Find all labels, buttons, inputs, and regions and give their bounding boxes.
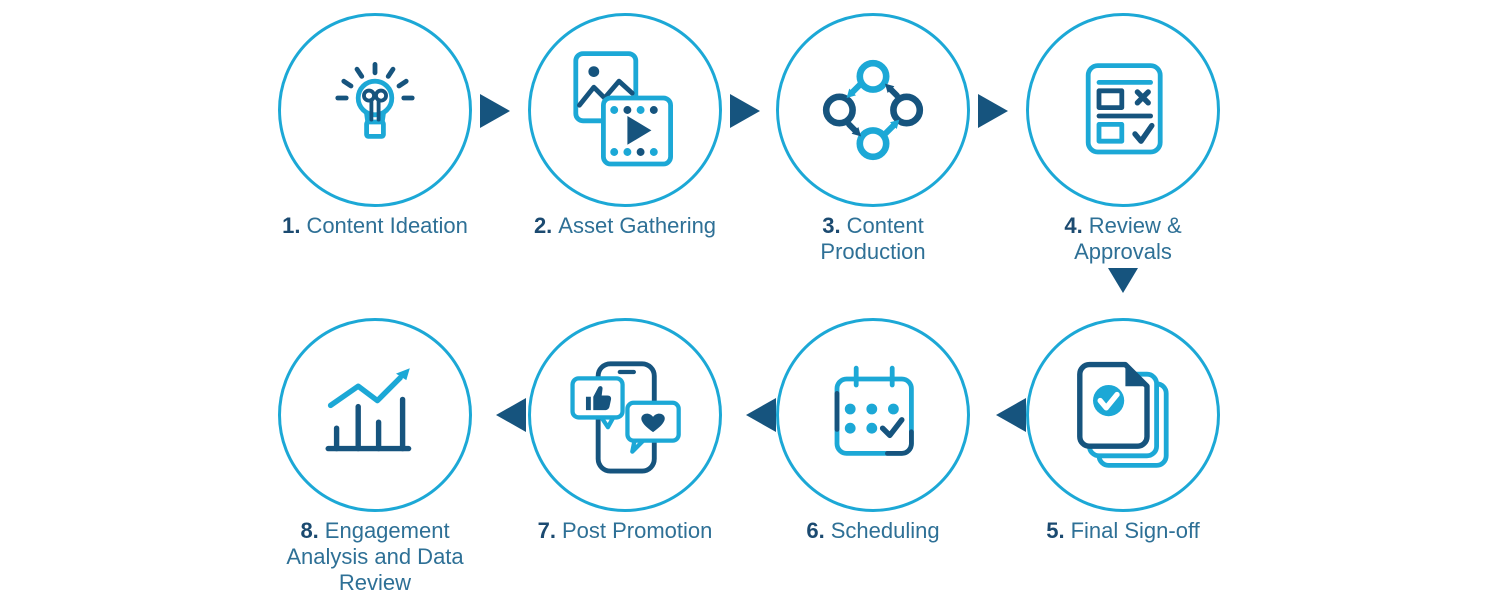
step-number: 1.	[282, 213, 301, 238]
photo-video-icon	[573, 51, 673, 167]
step-caption: 4.Review & Approvals	[998, 213, 1248, 265]
step-circle	[1026, 13, 1220, 207]
step-circle	[1026, 318, 1220, 512]
approved-documents-icon	[1077, 361, 1169, 468]
flow-arrow-2-3-right-icon	[730, 94, 760, 128]
phone-social-icon	[570, 361, 681, 474]
step-2-asset-gathering: 2.Asset Gathering	[500, 13, 750, 239]
step-8-engagement-analysis: 8.Engagement Analysis and Data Review	[250, 318, 500, 596]
step-caption: 2.Asset Gathering	[500, 213, 750, 239]
step-number: 3.	[822, 213, 841, 238]
step-circle	[278, 13, 472, 207]
flow-arrow-1-2-right-icon	[480, 94, 510, 128]
flow-arrow-5-6-left-icon	[996, 398, 1026, 432]
flow-arrow-7-8-left-icon	[496, 398, 526, 432]
step-caption: 7.Post Promotion	[500, 518, 750, 544]
step-circle	[776, 318, 970, 512]
step-4-review-approvals: 4.Review & Approvals	[998, 13, 1248, 265]
step-number: 7.	[537, 518, 556, 543]
step-label: Asset Gathering	[558, 213, 717, 238]
step-circle	[528, 318, 722, 512]
flow-arrow-6-7-left-icon	[746, 398, 776, 432]
step-number: 2.	[533, 213, 553, 238]
step-label: Post Promotion	[561, 518, 713, 543]
step-label: Scheduling	[830, 518, 940, 543]
cycle-arrows-icon	[822, 59, 924, 161]
lightbulb-icon	[335, 62, 415, 139]
step-label: Engagement Analysis and Data Review	[286, 518, 464, 595]
checklist-form-icon	[1085, 63, 1163, 155]
step-number: 5.	[1046, 518, 1065, 543]
step-number: 8.	[300, 518, 319, 543]
step-label: Content Production	[820, 213, 926, 264]
step-6-scheduling: 6.Scheduling	[748, 318, 998, 544]
flow-arrow-4-5-down-icon	[1108, 268, 1138, 293]
step-caption: 1.Content Ideation	[250, 213, 500, 239]
step-5-final-sign-off: 5.Final Sign-off	[998, 318, 1248, 544]
step-number: 6.	[806, 518, 825, 543]
step-label: Review & Approvals	[1074, 213, 1182, 264]
calendar-icon	[834, 365, 914, 456]
step-circle	[776, 13, 970, 207]
step-circle	[278, 318, 472, 512]
step-7-post-promotion: 7.Post Promotion	[500, 318, 750, 544]
step-label: Content Ideation	[306, 213, 468, 238]
step-label: Final Sign-off	[1070, 518, 1200, 543]
step-circle	[528, 13, 722, 207]
step-3-content-production: 3.Content Production	[748, 13, 998, 265]
step-caption: 3.Content Production	[748, 213, 998, 265]
step-number: 4.	[1064, 213, 1083, 238]
step-caption: 6.Scheduling	[748, 518, 998, 544]
step-1-content-ideation: 1.Content Ideation	[250, 13, 500, 239]
flow-arrow-3-4-right-icon	[978, 94, 1008, 128]
step-caption: 8.Engagement Analysis and Data Review	[250, 518, 500, 596]
bar-chart-growth-icon	[325, 368, 412, 452]
step-caption: 5.Final Sign-off	[998, 518, 1248, 544]
